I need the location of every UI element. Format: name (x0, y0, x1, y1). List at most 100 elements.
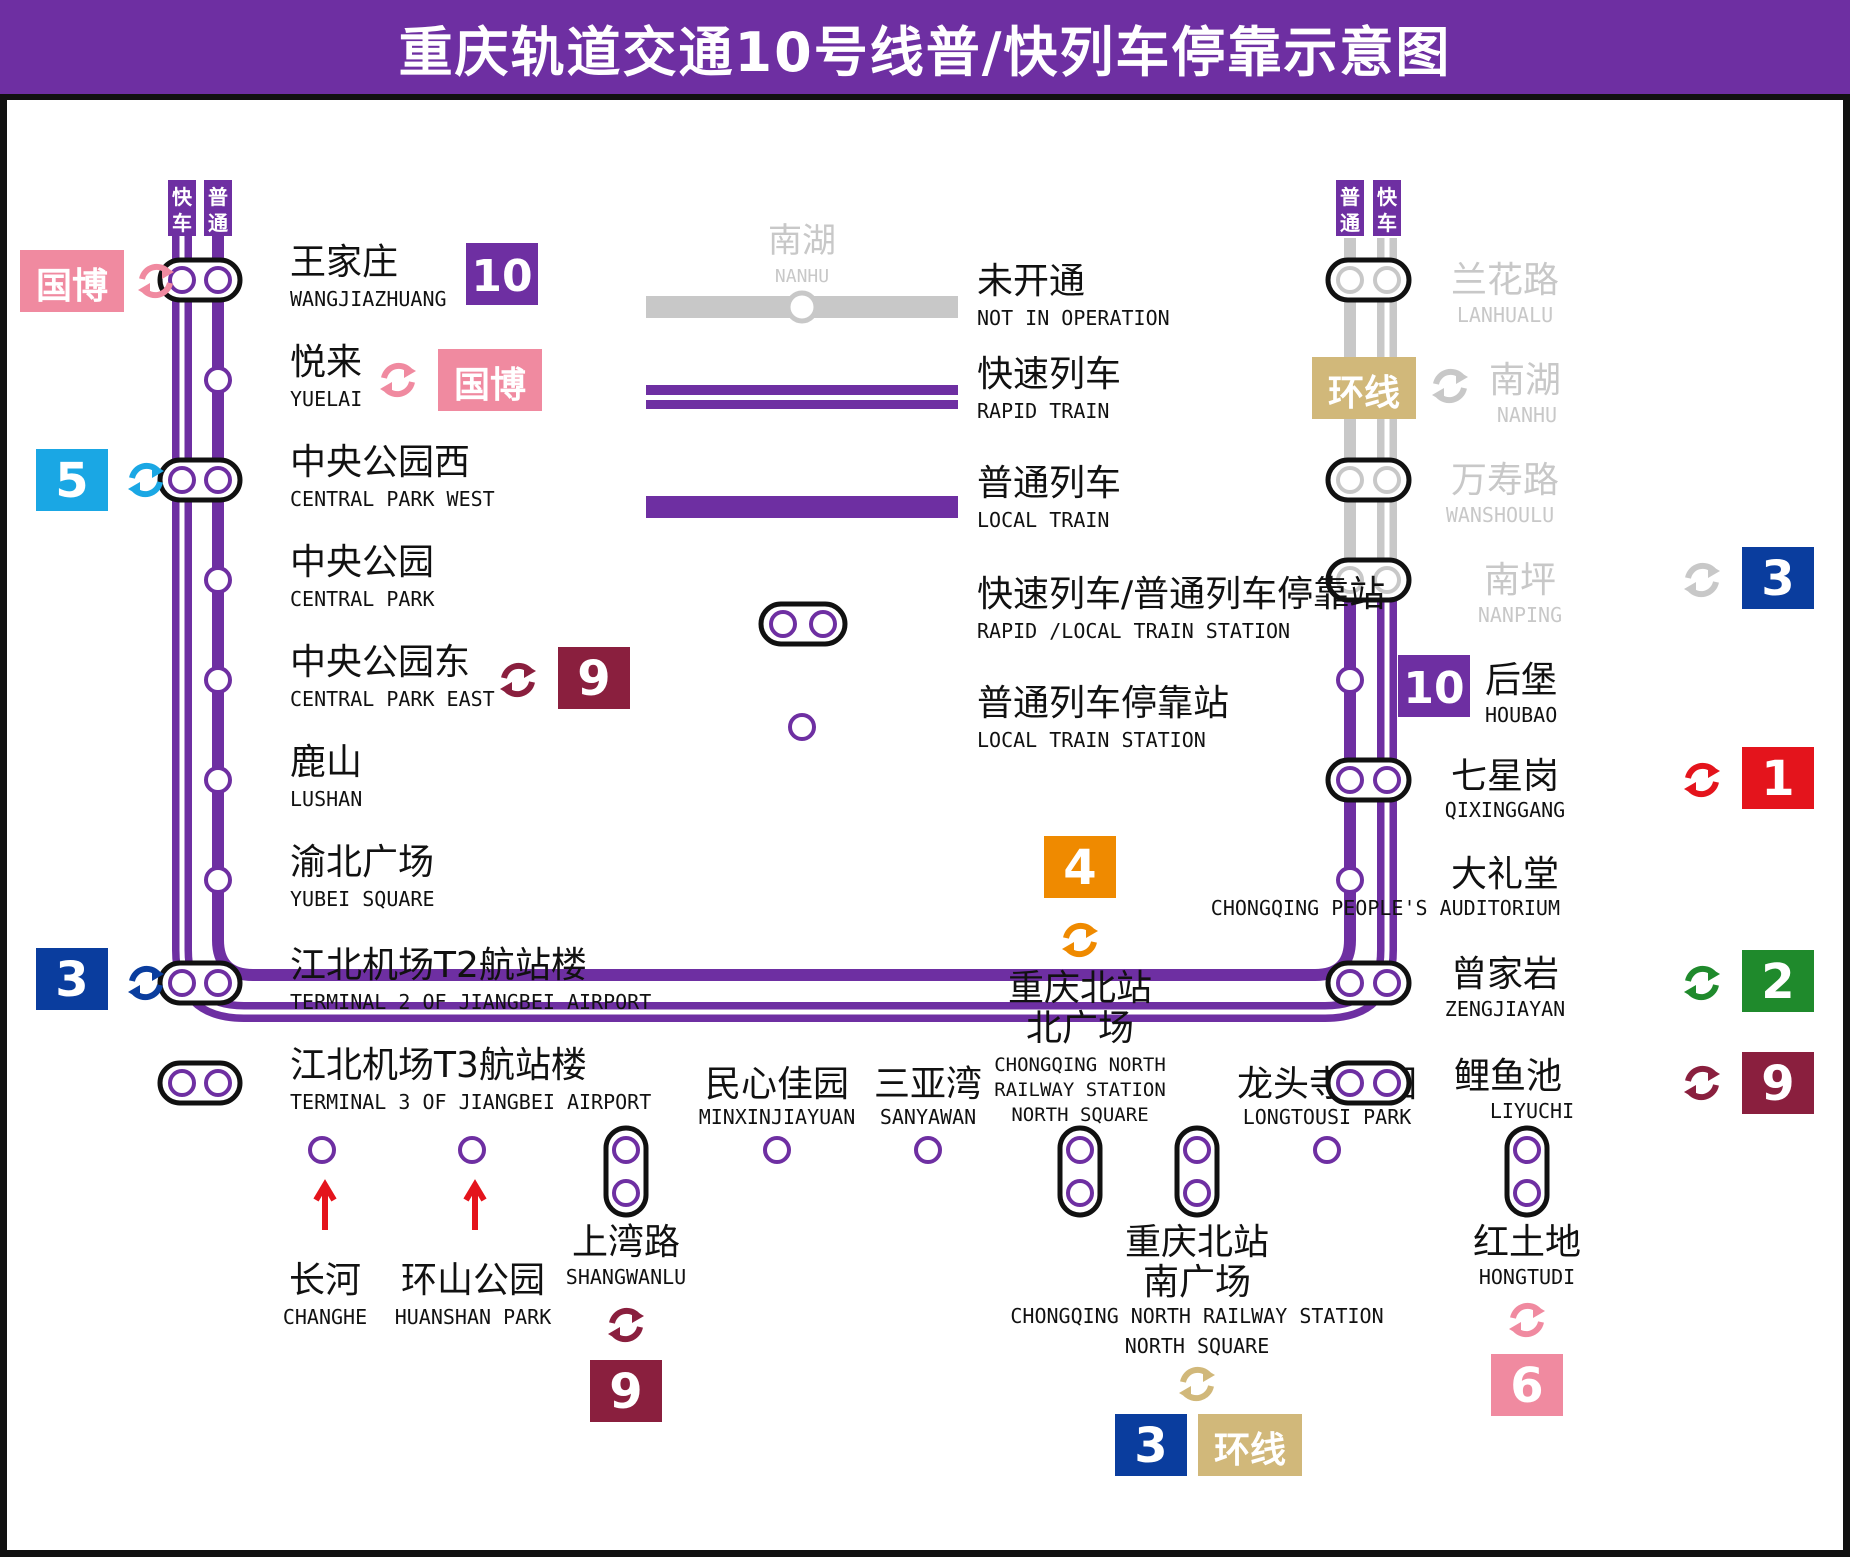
badge-label: 3 (1134, 1418, 1167, 1474)
arrow (380, 382, 392, 396)
line-9-badge: 9 (558, 647, 630, 709)
loop-line-badge: 环线 (1312, 357, 1416, 419)
legend-label-zh: 普通列车停靠站 (977, 683, 1229, 724)
guobo-badge: 国博 (438, 349, 542, 411)
station-name-en: TERMINAL 2 OF JIANGBEI AIRPORT (290, 990, 651, 1014)
station-marker-minxinjiayuan (763, 1136, 791, 1164)
station-marker-shangwanlu (603, 1125, 649, 1218)
arrow (152, 967, 164, 981)
station-marker-nanping (1325, 557, 1412, 603)
station-name-en: SANYAWAN (880, 1105, 976, 1129)
track-header-char: 快 (172, 185, 193, 209)
badge-box (1742, 1052, 1814, 1114)
transfer-icon-wangjiazhuang (138, 263, 174, 299)
track-header-char: 通 (208, 211, 228, 235)
badge-label: 10 (1403, 663, 1464, 714)
station-name-zh: 后堡 (1485, 660, 1557, 701)
arrow (1684, 1085, 1696, 1099)
legend-label-en: LOCAL TRAIN STATION (977, 728, 1206, 752)
pill-circle (612, 1136, 640, 1164)
badge-box (1115, 1414, 1187, 1476)
station-marker-wangjiazhuang (157, 257, 243, 303)
track-header-char: 快 (1377, 185, 1398, 209)
station-name-zh: 七星岗 (1451, 756, 1559, 797)
line-1-badge: 1 (1742, 747, 1814, 809)
station-name-en: NORTH SQUARE (1125, 1334, 1270, 1358)
badge-label: 6 (1510, 1358, 1543, 1414)
station-name-en: TERMINAL 3 OF JIANGBEI AIRPORT (290, 1090, 651, 1114)
arrow (1708, 764, 1720, 778)
legend-label-en: NOT IN OPERATION (977, 306, 1170, 330)
transfer-icon-line4 (1062, 922, 1098, 958)
station-marker-cq-north-south-square (1174, 1125, 1220, 1218)
station-name-en: CHONGQING NORTH (994, 1054, 1166, 1076)
pill-circle (1513, 1179, 1541, 1207)
pill-circle (168, 1069, 196, 1097)
transfer-icon-line1 (1684, 762, 1720, 798)
legend-local-line (646, 496, 958, 518)
track-header-box (204, 180, 232, 236)
arrow (1684, 782, 1696, 796)
line-9-badge: 9 (590, 1360, 662, 1422)
badge-box (1398, 655, 1470, 717)
pill-circle (1336, 1069, 1364, 1097)
badge-label: 3 (1761, 551, 1794, 607)
station-name-zh: 长河 (289, 1260, 361, 1301)
legend-label-en: RAPID TRAIN (977, 399, 1109, 423)
station-name-en: NANHU (1497, 403, 1557, 427)
pill-circle (1373, 266, 1401, 294)
station-name-zh: 江北机场T2航站楼 (290, 945, 587, 986)
track-header-char: 普 (208, 185, 228, 209)
entry-arrow (313, 1179, 337, 1230)
station-marker-hongtudi (1504, 1125, 1550, 1218)
station-name-zh: 王家庄 (290, 242, 398, 283)
pill-circle (1373, 1069, 1401, 1097)
pill-circle (1066, 1179, 1094, 1207)
pill-circle (1336, 766, 1364, 794)
station-marker-lushan (204, 766, 232, 794)
station-marker-wanshoulu (1325, 457, 1412, 503)
line-3-badge: 3 (36, 948, 108, 1010)
badge-box (1312, 357, 1416, 419)
arrow (1179, 1386, 1191, 1400)
pill-circle (204, 266, 232, 294)
station-name-en: LUSHAN (290, 787, 362, 811)
badge-label: 2 (1761, 954, 1794, 1010)
arrow (128, 482, 140, 496)
badge-label: 3 (55, 952, 88, 1008)
arrow (1708, 564, 1720, 578)
transfer-icon-line9-right (1684, 1065, 1720, 1101)
station-marker-qixinggang (1325, 757, 1412, 803)
transfer-icon-line2 (1684, 965, 1720, 1001)
line-4-badge: 4 (1044, 836, 1116, 898)
arrow (404, 364, 416, 378)
arrow (1708, 967, 1720, 981)
station-name-zh: 鲤鱼池 (1454, 1056, 1562, 1097)
pill-circle (1066, 1136, 1094, 1164)
transfer-icon-line3 (128, 965, 164, 1001)
legend-label-zh: 快速列车/普通列车停靠站 (977, 574, 1385, 615)
badge-box (36, 449, 108, 511)
station-name-en: SHANGWANLU (566, 1265, 686, 1289)
line-3-badge: 3 (1742, 547, 1814, 609)
station-name-en: LONGTOUSI PARK (1243, 1105, 1412, 1129)
station-marker-central-park-west (157, 457, 243, 503)
track-header-char: 车 (172, 211, 192, 235)
badge-box (1742, 950, 1814, 1012)
station-name-zh: 南坪 (1484, 560, 1556, 601)
pill-circle (1183, 1179, 1211, 1207)
track-header-char: 通 (1340, 211, 1360, 235)
badge-label: 9 (609, 1364, 642, 1420)
legend-local-station (788, 713, 816, 741)
station-marker-lanhualu (1325, 257, 1412, 303)
station-name-en: LANHUALU (1457, 303, 1553, 327)
station-name-en: HUANSHAN PARK (395, 1305, 552, 1329)
station-marker-yubei-square (204, 866, 232, 894)
local-track (212, 236, 1356, 981)
legend-label-en: RAPID /LOCAL TRAIN STATION (977, 619, 1290, 643)
arrow (1432, 388, 1444, 402)
pill-circle (204, 466, 232, 494)
station-marker-central-park-east (204, 666, 232, 694)
pill-circle (1373, 566, 1401, 594)
station-name-zh: 曾家岩 (1451, 954, 1559, 995)
